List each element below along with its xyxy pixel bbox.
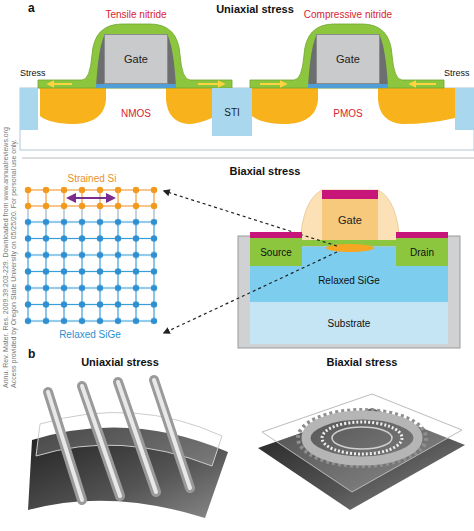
node-text: Substrate <box>328 318 371 329</box>
gate-box: Gate <box>322 190 378 240</box>
gate-box: Gate <box>316 34 380 84</box>
uniaxial-devices <box>260 83 286 85</box>
uniaxial-devices <box>250 24 444 88</box>
biaxial-device <box>250 302 448 344</box>
sige-layer: Relaxed SiGe <box>250 264 448 296</box>
biaxial-ring-fixture <box>332 427 392 449</box>
biaxial-device <box>250 240 448 302</box>
biaxial-device <box>238 236 460 348</box>
lattice <box>25 187 157 209</box>
node-text: STI <box>224 107 240 118</box>
biaxial-device <box>164 190 460 348</box>
material-label: Compressive nitride <box>304 9 392 21</box>
uniaxial-devices <box>308 84 388 88</box>
uniaxial-devices <box>168 36 176 88</box>
uniaxial-bending-fixture <box>48 392 82 500</box>
uniaxial-bending-fixture <box>82 386 120 496</box>
biaxial-device <box>300 190 400 246</box>
material-label: Tensile nitride <box>105 9 166 21</box>
watermark: Access provided by Oregon State Universi… <box>10 139 18 388</box>
uniaxial-bending-fixture <box>82 386 120 496</box>
substrate-layer: Substrate <box>250 304 448 342</box>
uniaxial-devices <box>378 88 455 124</box>
uniaxial-bending-fixture <box>28 380 228 518</box>
uniaxial-devices <box>20 88 474 150</box>
biaxial-device <box>326 244 374 252</box>
lattice <box>135 209 136 219</box>
biaxial-ring-fixture <box>306 415 418 461</box>
uniaxial-devices <box>48 83 72 85</box>
uniaxial-devices <box>20 24 474 158</box>
panel-title: Uniaxial stress <box>216 3 294 16</box>
uniaxial-bending-fixture <box>154 380 190 488</box>
stress-label: Stress <box>444 68 470 78</box>
node-text: Gate <box>124 53 148 65</box>
node-text: Gate <box>336 53 360 65</box>
biaxial-ring-fixture <box>322 422 402 454</box>
lattice <box>27 209 28 219</box>
uniaxial-devices <box>20 88 38 130</box>
uniaxial-devices <box>308 36 316 88</box>
device-label: PMOS <box>333 108 362 120</box>
uniaxial-bending-fixture <box>118 382 156 492</box>
biaxial-ring-fixture <box>298 410 426 466</box>
uniaxial-devices <box>198 83 224 85</box>
lattice <box>25 219 157 324</box>
uniaxial-devices <box>96 36 104 88</box>
uniaxial-devices <box>166 88 212 124</box>
source-region: Source <box>250 232 302 266</box>
lattice-label: Strained Si <box>68 173 117 185</box>
stress-label: Stress <box>20 68 46 78</box>
panel-letter: b <box>28 348 35 362</box>
lattice <box>117 209 118 219</box>
uniaxial-devices <box>22 158 474 159</box>
uniaxial-bending-fixture <box>154 380 190 488</box>
uniaxial-devices <box>455 88 474 130</box>
device-label: NMOS <box>121 108 151 120</box>
uniaxial-bending-fixture <box>118 382 156 492</box>
lattice <box>45 209 46 219</box>
uniaxial-bending-fixture <box>48 392 82 500</box>
biaxial-ring-fixture <box>258 394 465 510</box>
lattice <box>68 197 114 199</box>
uniaxial-devices <box>40 88 106 124</box>
lattice <box>99 209 100 219</box>
uniaxial-devices <box>96 84 176 88</box>
sti-region: STI <box>212 88 252 136</box>
lattice <box>63 209 64 219</box>
panel-title: Uniaxial stress <box>81 356 159 369</box>
biaxial-ring-fixture <box>262 394 462 492</box>
uniaxial-devices <box>380 36 388 88</box>
gate-box: Gate <box>104 34 168 84</box>
panel-title: Biaxial stress <box>230 165 301 178</box>
lattice-label: Relaxed SiGe <box>59 329 121 341</box>
panel-letter: a <box>28 2 35 16</box>
watermark: Annu. Rev. Mater. Res. 2009.39:203-229. … <box>2 127 10 388</box>
uniaxial-devices <box>252 88 318 124</box>
uniaxial-devices <box>38 24 232 88</box>
lattice <box>153 209 154 219</box>
lattice <box>81 209 82 219</box>
drain-region: Drain <box>396 232 448 266</box>
node-text: Source <box>260 247 292 258</box>
node-text: Gate <box>338 214 362 226</box>
panel-title: Biaxial stress <box>327 356 398 369</box>
node-text: Drain <box>410 247 434 258</box>
lattice <box>25 187 157 324</box>
uniaxial-devices <box>410 83 436 85</box>
node-text: Relaxed SiGe <box>318 275 380 286</box>
